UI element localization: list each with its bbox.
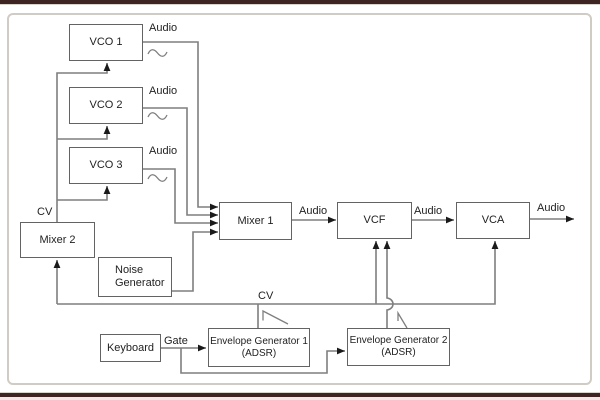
label-audio-mixer1: Audio <box>299 205 328 217</box>
sine-wave-icon <box>147 49 168 57</box>
label-audio-vca: Audio <box>537 202 566 214</box>
label-cv-bus: CV <box>258 290 274 302</box>
bottom-tint-strip <box>0 397 600 400</box>
block-eg2-label-line2: (ADSR) <box>381 347 416 358</box>
block-vco1: VCO 1 <box>69 24 143 61</box>
block-vca-label: VCA <box>481 214 505 226</box>
block-mixer2: Mixer 2 <box>20 222 95 258</box>
wire-vco3-to-mixer1 <box>143 168 218 227</box>
wire-mixer2-to-vco2 <box>57 126 111 140</box>
sine-wave-icon <box>147 112 168 120</box>
block-vco2-label: VCO 2 <box>89 99 123 111</box>
block-envelope-generator-2: Envelope Generator 2 (ADSR) <box>347 328 450 366</box>
label-audio-vco2: Audio <box>149 85 178 97</box>
envelope-ramp-icon <box>262 309 289 325</box>
block-eg1-label-line2: (ADSR) <box>241 347 277 359</box>
label-audio-vco1: Audio <box>149 22 178 34</box>
sine-wave-icon <box>147 174 168 182</box>
wire-vco2-to-mixer1 <box>143 107 218 219</box>
wire-mixer2-to-vco3 <box>57 186 111 201</box>
block-eg1-label-line1: Envelope Generator 1 <box>210 335 308 347</box>
block-vco3: VCO 3 <box>69 147 143 184</box>
wire-eg2-to-vcf <box>383 241 394 328</box>
block-keyboard: Keyboard <box>100 334 161 362</box>
wire-mixer2-to-vco1 <box>56 63 111 222</box>
block-vcf-label: VCF <box>363 214 386 226</box>
bottom-accent-bar <box>0 393 600 397</box>
block-vco2: VCO 2 <box>69 87 143 124</box>
block-vco1-label: VCO 1 <box>89 36 123 48</box>
block-mixer1-label: Mixer 1 <box>237 214 274 227</box>
block-vca: VCA <box>456 202 530 239</box>
block-noise-label-line2: Generator <box>115 277 165 289</box>
block-noise-label-line1: Noise <box>115 264 144 276</box>
block-keyboard-label: Keyboard <box>106 341 155 354</box>
wire-noise-to-mixer1 <box>172 228 218 292</box>
wire-cvbus-to-vca <box>57 241 499 305</box>
block-noise-generator: Noise Generator <box>98 257 172 297</box>
block-vco3-label: VCO 3 <box>89 159 123 171</box>
bottom-divider-line <box>0 392 600 393</box>
block-mixer1: Mixer 1 <box>219 202 292 240</box>
block-envelope-generator-1: Envelope Generator 1 (ADSR) <box>208 328 310 367</box>
label-gate: Gate <box>164 335 188 347</box>
top-accent-bar <box>0 0 600 4</box>
block-mixer2-label: Mixer 2 <box>39 233 76 246</box>
top-divider-line <box>0 4 600 5</box>
wire-vco1-to-mixer1 <box>143 41 218 211</box>
wire-keyboard-gate-to-eg2 <box>180 347 345 374</box>
label-cv-mixer2: CV <box>37 206 53 218</box>
label-audio-vco3: Audio <box>149 145 178 157</box>
diagram-frame <box>7 13 592 385</box>
block-eg2-label-line1: Envelope Generator 2 <box>349 335 448 346</box>
label-audio-vcf: Audio <box>414 205 443 217</box>
block-vcf: VCF <box>337 202 412 239</box>
envelope-ramp-icon <box>397 310 408 329</box>
